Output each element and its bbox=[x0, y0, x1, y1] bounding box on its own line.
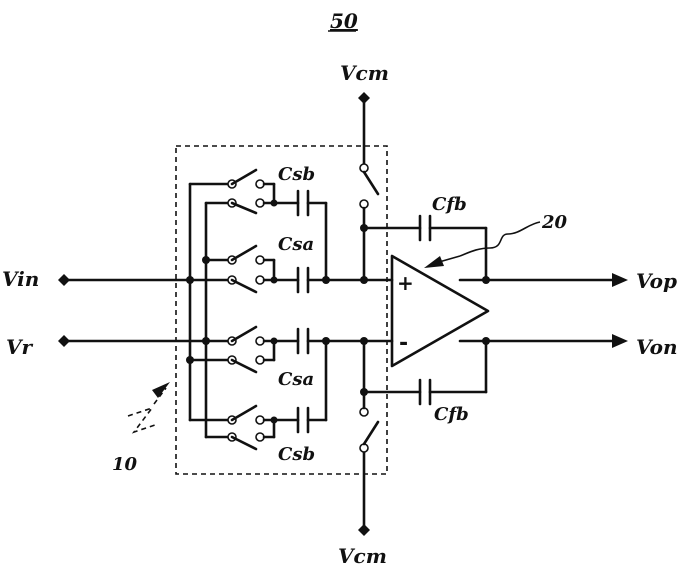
cfb-bottom-label: Cfb bbox=[434, 404, 469, 425]
amp-plus-sign: + bbox=[397, 271, 414, 295]
junction-dot bbox=[482, 276, 490, 284]
junction-dot bbox=[270, 416, 278, 424]
switch-blade-icon bbox=[230, 358, 258, 374]
von-arrowhead-icon bbox=[612, 334, 628, 348]
vcm-bottom-label: Vcm bbox=[338, 544, 387, 568]
junction-dot bbox=[270, 199, 278, 207]
amp-ref-arrowhead bbox=[424, 256, 444, 268]
von-label: Von bbox=[636, 335, 678, 359]
amp-ref-arrow-shaft bbox=[431, 255, 461, 265]
switch-blade-icon bbox=[362, 170, 380, 196]
csb-top-label: Csb bbox=[278, 164, 315, 185]
junction-dot bbox=[186, 276, 194, 284]
block-ref-arrow-shaft bbox=[153, 387, 167, 405]
block-ref-label: 10 bbox=[112, 454, 138, 475]
switched-cap-block-boundary bbox=[175, 145, 388, 475]
junction-dot bbox=[270, 337, 278, 345]
junction-dot bbox=[360, 276, 368, 284]
switch-blade-icon bbox=[230, 278, 258, 294]
amp-minus-sign: - bbox=[399, 331, 408, 356]
switch-blade-icon bbox=[230, 404, 258, 422]
op-amp-triangle-icon bbox=[390, 254, 490, 368]
junction-dot bbox=[482, 337, 490, 345]
vop-arrowhead-icon bbox=[612, 273, 628, 287]
switch-blade-icon bbox=[362, 420, 380, 446]
vcm-top-label: Vcm bbox=[340, 61, 389, 85]
junction-dot bbox=[322, 276, 330, 284]
cfb-top-label: Cfb bbox=[432, 194, 467, 215]
switch-blade-icon bbox=[230, 201, 258, 215]
csa-bottom-label: Csa bbox=[278, 369, 314, 390]
figure-number: 50 bbox=[330, 9, 358, 33]
block-ref-arrowhead bbox=[152, 382, 170, 398]
switch-blade-icon bbox=[230, 325, 258, 343]
switch-blade-icon bbox=[230, 435, 258, 451]
block-ref-leader bbox=[127, 406, 159, 434]
junction-dot bbox=[360, 337, 368, 345]
vr-label: Vr bbox=[6, 335, 34, 359]
junction-dot bbox=[270, 276, 278, 284]
csa-top-label: Csa bbox=[278, 234, 314, 255]
csb-bottom-label: Csb bbox=[278, 444, 315, 465]
vin-label: Vin bbox=[2, 267, 39, 291]
switch-blade-icon bbox=[230, 244, 258, 262]
switch-blade-icon bbox=[230, 168, 258, 186]
amp-ref-label: 20 bbox=[541, 212, 568, 233]
amp-ref-leader bbox=[459, 221, 541, 257]
junction-dot bbox=[202, 337, 210, 345]
junction-dot bbox=[322, 337, 330, 345]
vop-label: Vop bbox=[636, 269, 677, 293]
